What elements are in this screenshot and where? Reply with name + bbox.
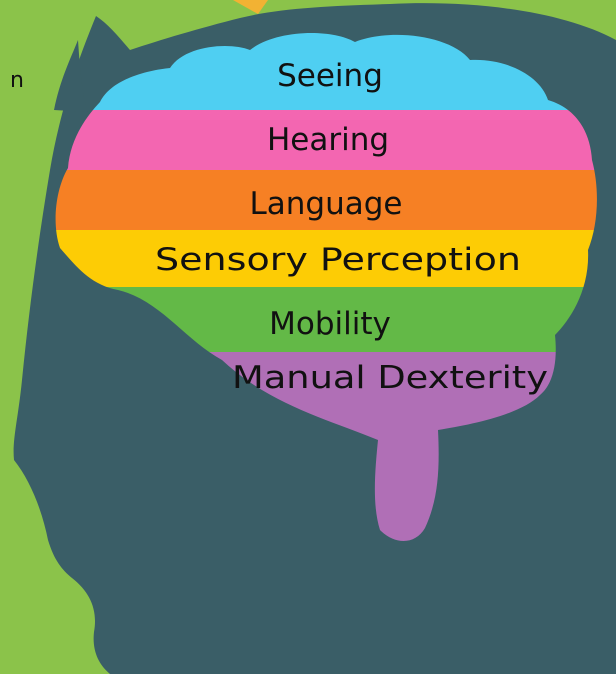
accent-shape <box>233 0 268 14</box>
band-hearing <box>55 110 597 170</box>
hair-tuft <box>54 40 88 112</box>
label-hearing: Hearing <box>267 122 389 158</box>
cut-off-text: n <box>10 68 24 93</box>
label-sensory-perception: Sensory Perception <box>155 242 521 278</box>
label-language: Language <box>250 186 403 222</box>
label-mobility: Mobility <box>269 306 391 342</box>
label-seeing: Seeing <box>277 58 383 94</box>
band-language <box>55 170 597 230</box>
label-manual-dexterity: Manual Dexterity <box>232 360 548 396</box>
band-sensory-perception <box>55 230 597 287</box>
